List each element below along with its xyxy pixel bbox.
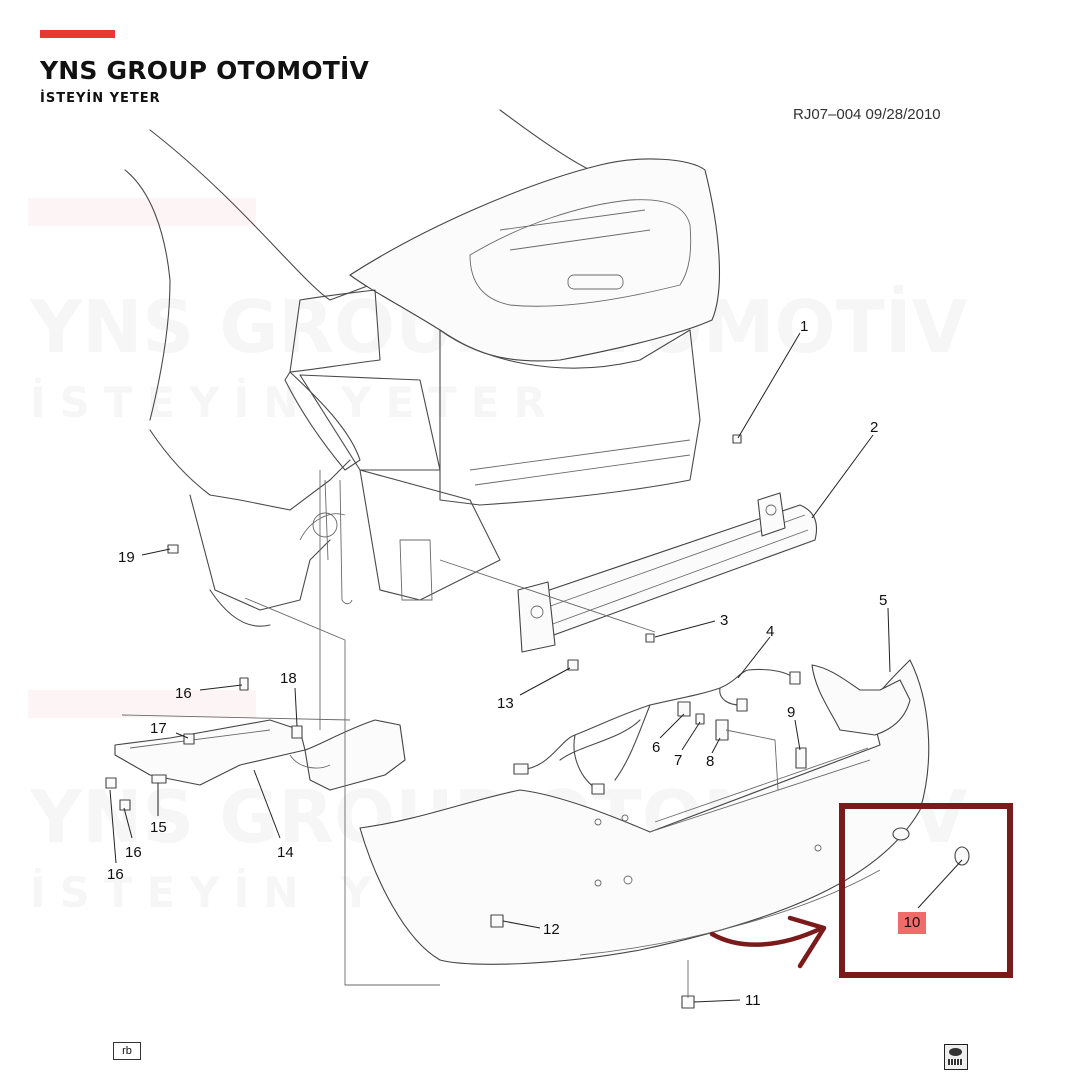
callout-1: 1 (800, 318, 808, 335)
callout-14: 14 (277, 844, 294, 861)
callout-17: 17 (150, 720, 167, 737)
callout-16c: 16 (107, 866, 124, 883)
callout-13: 13 (497, 695, 514, 712)
brand-accent-bar (40, 30, 115, 38)
callout-18: 18 (280, 670, 297, 687)
watermark-strip (28, 690, 256, 718)
watermark-strip (28, 198, 256, 226)
bumper-side-bracket (114, 719, 406, 791)
callout-3: 3 (720, 612, 728, 629)
callout-8: 8 (706, 753, 714, 770)
tow-eye-cover (892, 827, 970, 866)
vehicle-rear-body (124, 109, 721, 627)
callout-6: 6 (652, 739, 660, 756)
callout-12: 12 (543, 921, 560, 938)
callout-16b: 16 (125, 844, 142, 861)
callout-7: 7 (674, 752, 682, 769)
spec-book-icon (944, 1044, 968, 1070)
callout-5: 5 (879, 592, 887, 609)
brand-tagline: İSTEYİN YETER (40, 91, 161, 106)
wiring-harness (513, 668, 801, 795)
liftgate (349, 158, 721, 362)
document-code: RJ07–004 09/28/2010 (793, 106, 941, 123)
assembly-guide-lines (121, 470, 779, 998)
highlight-box (839, 803, 1013, 978)
callout-numbers: 1 2 3 4 5 6 7 8 9 11 12 13 14 15 16 16 1… (107, 318, 887, 1009)
callout-15: 15 (150, 819, 167, 836)
highlight-arrow (709, 915, 827, 969)
callout-10: 10 (898, 912, 926, 934)
bumper-reinforcement-bar (517, 492, 818, 653)
callout-16a: 16 (175, 685, 192, 702)
callout-19: 19 (118, 549, 135, 566)
callout-11: 11 (745, 992, 761, 1009)
brand-title: YNS GROUP OTOMOTİV (40, 56, 370, 85)
callout-leaders (109, 332, 963, 1003)
callout-4: 4 (766, 623, 774, 640)
rear-bumper-fascia (359, 659, 930, 965)
fasteners (105, 434, 807, 1009)
callout-2: 2 (870, 419, 878, 436)
rb-badge: rb (113, 1042, 141, 1060)
callout-9: 9 (787, 704, 795, 721)
